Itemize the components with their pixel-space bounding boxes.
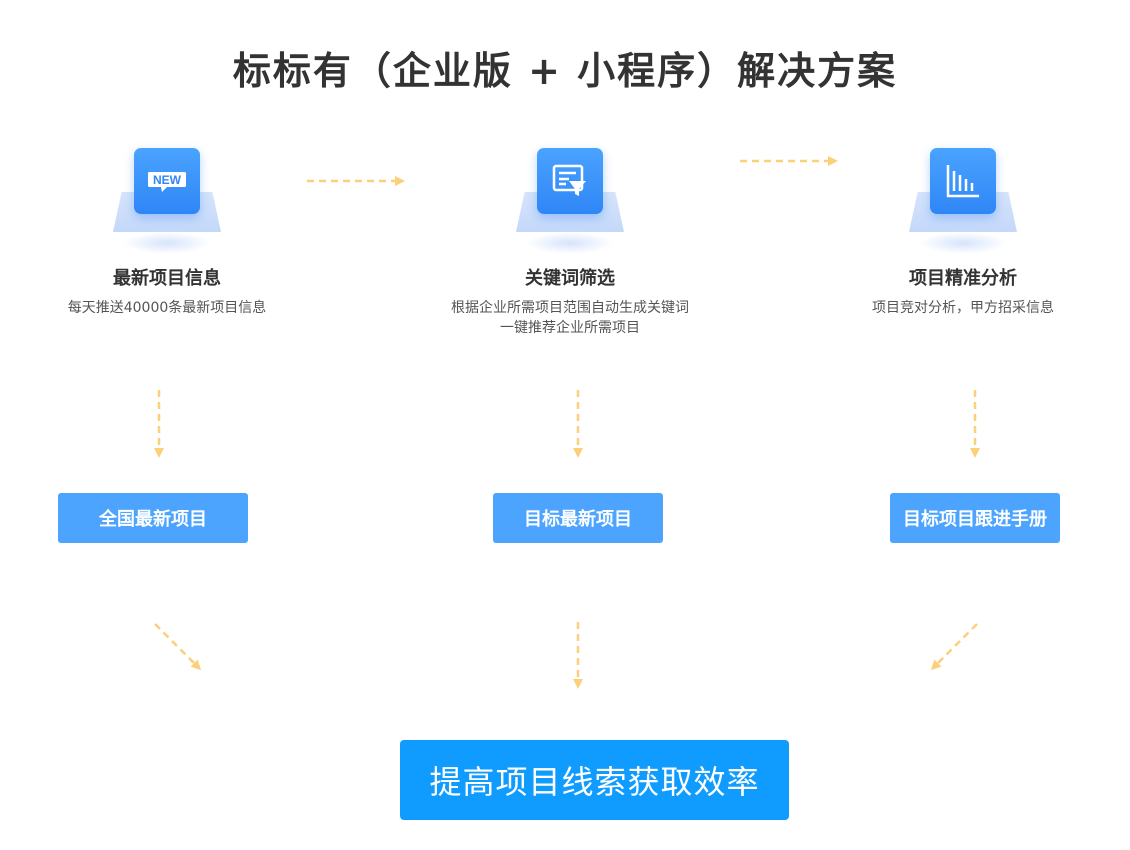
feature-name: 项目精准分析 — [909, 268, 1017, 289]
result-box: 提高项目线索获取效率 — [400, 740, 789, 820]
feature-icon-platform: NEW — [0, 140, 347, 254]
feature-name: 最新项目信息 — [113, 268, 221, 289]
page-title: 标标有（企业版 + 小程序）解决方案 — [232, 49, 898, 93]
feature-precise-analysis: 项目精准分析 项目竞对分析，甲方招采信息 — [783, 140, 1130, 318]
box-target-latest-projects: 目标最新项目 — [493, 493, 663, 543]
document-filter-icon — [537, 148, 603, 214]
feature-desc-line: 根据企业所需项目范围自动生成关键词 — [451, 300, 689, 316]
feature-name: 关键词筛选 — [525, 268, 615, 289]
feature-icon-platform — [390, 140, 750, 254]
arrow-diagonal — [930, 623, 978, 671]
feature-desc-line: 每天推送40000条最新项目信息 — [67, 300, 267, 316]
new-badge-text: NEW — [153, 173, 182, 187]
feature-desc-line: 项目竞对分析，甲方招采信息 — [872, 300, 1054, 316]
feature-desc: 每天推送40000条最新项目信息 — [0, 298, 347, 318]
new-badge-icon: NEW — [134, 148, 200, 214]
bar-chart-icon — [930, 148, 996, 214]
feature-desc: 项目竞对分析，甲方招采信息 — [783, 298, 1130, 318]
box-national-latest-projects: 全国最新项目 — [58, 493, 248, 543]
feature-desc: 根据企业所需项目范围自动生成关键词 一键推荐企业所需项目 — [390, 298, 750, 338]
feature-latest-projects: NEW 最新项目信息 每天推送40000条最新项目信息 — [0, 140, 347, 318]
feature-icon-platform — [783, 140, 1130, 254]
feature-keyword-filter: 关键词筛选 根据企业所需项目范围自动生成关键词 一键推荐企业所需项目 — [390, 140, 750, 338]
feature-desc-line: 一键推荐企业所需项目 — [500, 320, 640, 336]
arrow-diagonal — [154, 623, 202, 671]
box-target-follow-up-manual: 目标项目跟进手册 — [890, 493, 1060, 543]
